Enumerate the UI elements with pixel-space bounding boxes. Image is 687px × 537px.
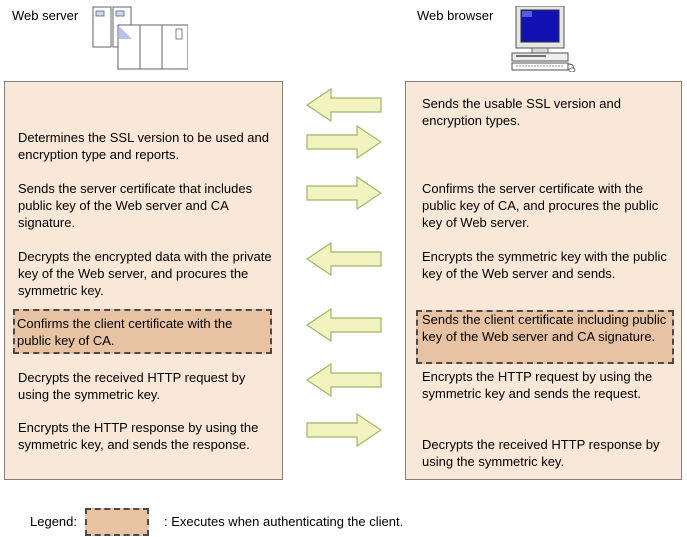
server-icon xyxy=(92,5,189,74)
server-step-5: Decrypts the received HTTP request by us… xyxy=(18,370,246,402)
server-step-4: Confirms the client certificate with the… xyxy=(17,316,233,348)
arrow-left-icon xyxy=(305,87,383,123)
legend-description: : Executes when authenticating the clien… xyxy=(164,514,404,529)
browser-step-5: Encrypts the HTTP request by using the s… xyxy=(422,369,653,401)
web-browser-panel xyxy=(405,81,682,480)
server-step-2: Sends the server certificate that includ… xyxy=(18,181,253,230)
arrow-left-icon xyxy=(305,362,383,398)
browser-step-2: Confirms the server certificate with the… xyxy=(422,181,659,230)
server-step-3: Decrypts the encrypted data with the pri… xyxy=(18,249,272,298)
web-server-panel xyxy=(4,81,283,480)
browser-step-3: Encrypts the symmetric key with the publ… xyxy=(422,249,667,281)
web-server-label: Web server xyxy=(12,8,79,23)
browser-step-4: Sends the client certificate including p… xyxy=(422,312,667,344)
arrow-right-icon xyxy=(305,412,383,448)
arrow-right-icon xyxy=(305,175,383,211)
legend-swatch xyxy=(85,508,149,536)
legend-label: Legend: xyxy=(30,514,77,529)
server-step-1: Determines the SSL version to be used an… xyxy=(18,130,269,162)
browser-step-6: Decrypts the received HTTP response by u… xyxy=(422,437,660,469)
arrow-left-icon xyxy=(305,307,383,343)
server-step-6: Encrypts the HTTP response by using the … xyxy=(18,420,259,452)
browser-client-auth-highlight xyxy=(416,310,674,364)
arrow-left-icon xyxy=(305,241,383,277)
server-client-auth-highlight xyxy=(13,309,272,354)
browser-step-1: Sends the usable SSL version and encrypt… xyxy=(422,96,621,128)
web-browser-label: Web browser xyxy=(417,8,494,23)
computer-icon xyxy=(510,5,578,75)
arrow-right-icon xyxy=(305,124,383,160)
